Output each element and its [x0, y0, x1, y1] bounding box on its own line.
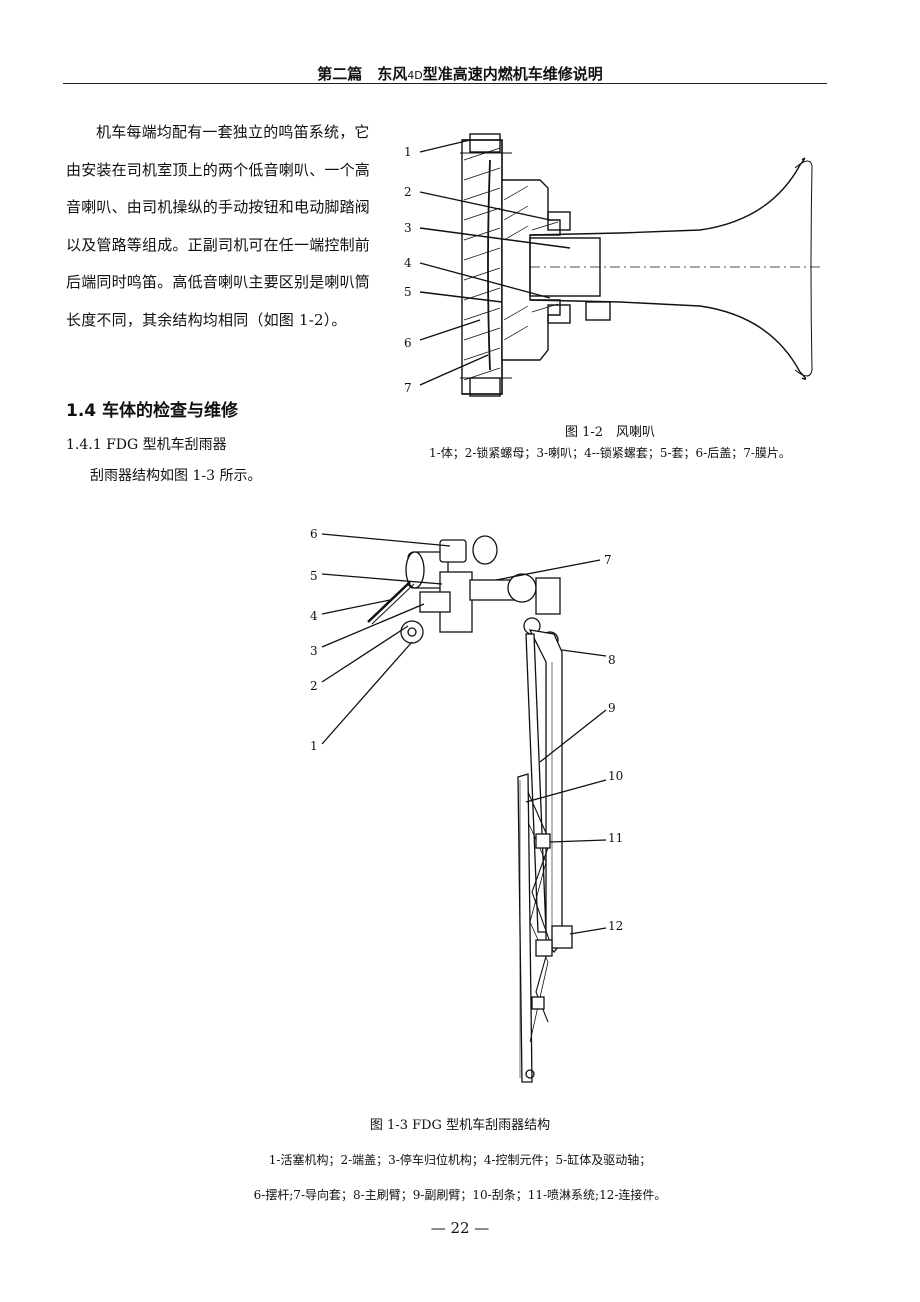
fig13-callout-12: 12	[608, 919, 623, 933]
fig13-callout-1: 1	[310, 739, 318, 753]
header-title-model: 4D	[407, 69, 423, 82]
figure-1-3-caption: 图 1-3 FDG 型机车刮雨器结构	[369, 1118, 551, 1133]
fig13-callout-6: 6	[310, 527, 318, 541]
fig13-callout-4: 4	[310, 609, 318, 623]
fig12-callout-7: 7	[404, 381, 412, 395]
figure-1-2-caption: 图 1-2 风喇叭	[564, 425, 656, 440]
section-heading: 1.4 车体的检查与维修	[66, 401, 239, 421]
figure-1-3-legend-line-1: 1-活塞机构；2-端盖；3-停车归位机构；4-控制元件；5-缸体及驱动轴；	[268, 1153, 652, 1167]
fig12-callout-1: 1	[404, 145, 412, 159]
figure-1-3-legend-line-2: 6-摆杆;7-导向套；8-主刷臂；9-副刷臂；10-刮条；11-喷淋系统;12-…	[253, 1188, 667, 1202]
fig12-callout-2: 2	[404, 185, 412, 199]
figure-1-2-legend: 1-体；2-锁紧螺母；3-喇叭；4--锁紧螺套；5-套；6-后盖；7-膜片。	[429, 446, 791, 460]
fig13-callout-9: 9	[608, 701, 616, 715]
fig12-callout-4: 4	[404, 256, 412, 270]
fig13-callout-7: 7	[604, 553, 612, 567]
subsection-heading: 1.4.1 FDG 型机车刮雨器	[66, 437, 227, 453]
fig13-callout-5: 5	[310, 569, 318, 583]
header-title-part2: 型准高速内燃机车维修说明	[422, 65, 603, 83]
body-paragraph: 机车每端均配有一套独立的鸣笛系统，它由安装在司机室顶上的两个低音喇叭、一个高音喇…	[66, 123, 371, 329]
fig12-callout-3: 3	[404, 221, 412, 235]
figure-1-3-wiper-drawing: 6 5 4 3 2 1 7 8 9 10 11 12	[310, 527, 623, 1083]
fig13-callout-11: 11	[608, 831, 623, 845]
page-number: — 22 —	[430, 1219, 490, 1237]
subsection-text: 刮雨器结构如图 1-3 所示。	[90, 468, 262, 484]
page-header: 第二篇 东风4D型准高速内燃机车维修说明	[0, 63, 920, 84]
fig13-callout-10: 10	[608, 769, 623, 783]
fig12-callout-5: 5	[404, 285, 412, 299]
fig12-callout-6: 6	[404, 336, 412, 350]
fig13-callout-8: 8	[608, 653, 616, 667]
fig13-callout-3: 3	[310, 644, 318, 658]
fig13-callout-2: 2	[310, 679, 318, 693]
header-rule	[63, 83, 827, 84]
figure-1-2-horn-drawing: 1 2 3 4 5 6 7	[404, 133, 820, 397]
header-title-part1: 第二篇 东风	[317, 65, 408, 83]
